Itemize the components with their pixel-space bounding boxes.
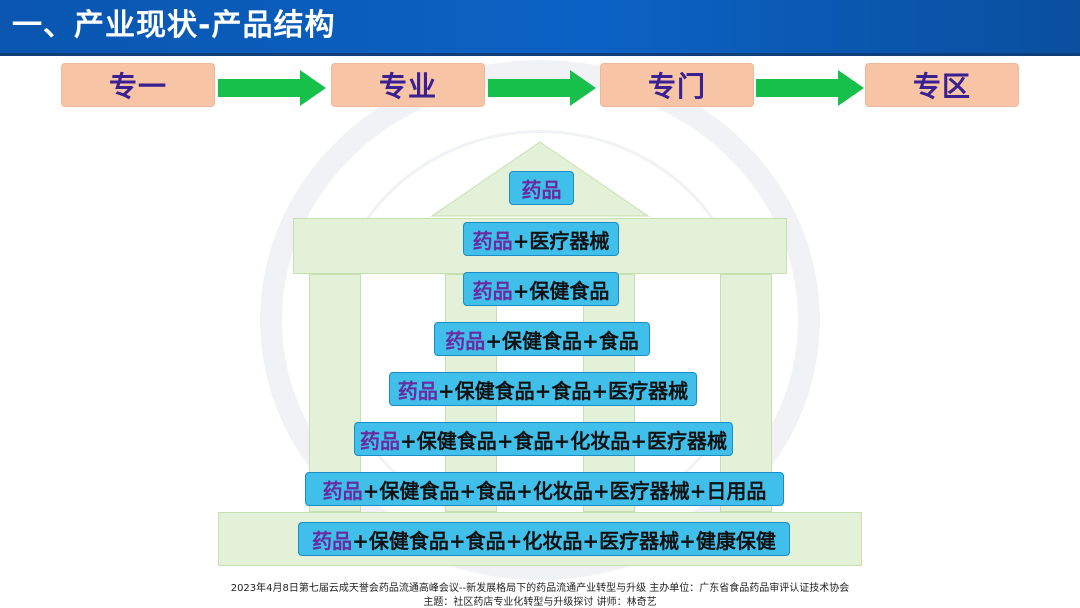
product-tier-8: 药品+保健食品+食品+化妆品+医疗器械+健康保健 <box>298 522 790 556</box>
product-category: +保健食品 <box>512 278 610 303</box>
stage-box-1: 专一 <box>61 63 215 107</box>
drug-label: 药品 <box>445 328 486 353</box>
product-tier-label: 药品+医疗器械 <box>473 225 610 254</box>
product-category: +食品 <box>459 478 517 503</box>
product-category: +医疗器械 <box>582 528 680 553</box>
drug-label: 药品 <box>397 378 438 403</box>
product-tier-label: 药品+保健食品 <box>473 275 610 304</box>
drug-label: 药品 <box>521 177 562 202</box>
product-category: +化妆品 <box>505 528 583 553</box>
product-tier-7: 药品+保健食品+食品+化妆品+医疗器械+日用品 <box>305 472 784 506</box>
drug-label: 药品 <box>359 428 400 453</box>
product-category: +医疗器械 <box>512 228 610 253</box>
product-category: +保健食品 <box>485 328 582 353</box>
product-tier-label: 药品 <box>522 174 562 203</box>
product-category: +保健食品 <box>399 428 497 453</box>
product-tier-label: 药品+保健食品+食品 <box>445 325 639 354</box>
product-category: +食品 <box>448 528 506 553</box>
product-category: +保健食品 <box>437 378 535 403</box>
product-category: +保健食品 <box>352 528 449 553</box>
product-category: +医疗器械 <box>592 478 690 503</box>
product-tier-5: 药品+保健食品+食品+医疗器械 <box>389 372 697 406</box>
product-category: +日用品 <box>689 478 767 503</box>
product-tier-label: 药品+保健食品+食品+化妆品+医疗器械+日用品 <box>323 475 767 504</box>
product-tier-label: 药品+保健食品+食品+医疗器械 <box>398 375 688 404</box>
product-tier-label: 药品+保健食品+食品+化妆品+医疗器械+健康保健 <box>312 525 776 554</box>
title-bar: 一、产业现状-产品结构 <box>0 0 1080 56</box>
stage-label: 专区 <box>912 70 971 103</box>
product-tier-6: 药品+保健食品+食品+化妆品+医疗器械 <box>354 422 733 456</box>
drug-label: 药品 <box>472 228 513 253</box>
footer-conference: 2023年4月8日第七届云成天誉会药品流通高峰会议--新发展格局下的药品流通产业… <box>230 583 850 594</box>
product-category: +医疗器械 <box>591 378 689 403</box>
drug-label: 药品 <box>472 278 513 303</box>
stage-label: 专门 <box>647 70 706 103</box>
product-category: +化妆品 <box>516 478 593 503</box>
product-tier-label: 药品+保健食品+食品+化妆品+医疗器械 <box>360 425 727 454</box>
product-category: +食品 <box>582 328 639 353</box>
right-arrow-icon <box>488 70 596 106</box>
stage-label: 专一 <box>108 70 167 103</box>
stage-box-3: 专门 <box>600 63 754 107</box>
page-title: 一、产业现状-产品结构 <box>12 8 336 43</box>
drug-label: 药品 <box>312 528 353 553</box>
product-tier-4: 药品+保健食品+食品 <box>434 322 650 356</box>
product-category: +保健食品 <box>362 478 460 503</box>
right-arrow-icon <box>218 70 326 106</box>
product-category: +食品 <box>534 378 592 403</box>
stage-label: 专业 <box>378 70 437 103</box>
right-arrow-icon <box>756 70 864 106</box>
product-tier-1: 药品 <box>509 171 574 205</box>
product-category: +化妆品 <box>553 428 631 453</box>
stage-box-4: 专区 <box>865 63 1019 107</box>
product-category: +健康保健 <box>679 528 776 553</box>
stage-box-2: 专业 <box>331 63 485 107</box>
product-tier-3: 药品+保健食品 <box>463 272 619 306</box>
product-tier-2: 药品+医疗器械 <box>463 222 619 256</box>
drug-label: 药品 <box>322 478 363 503</box>
product-category: +医疗器械 <box>630 428 728 453</box>
product-category: +食品 <box>496 428 554 453</box>
footer-speaker: 主题：社区药店专业化转型与升级探讨 讲师：林奇艺 <box>423 597 657 608</box>
